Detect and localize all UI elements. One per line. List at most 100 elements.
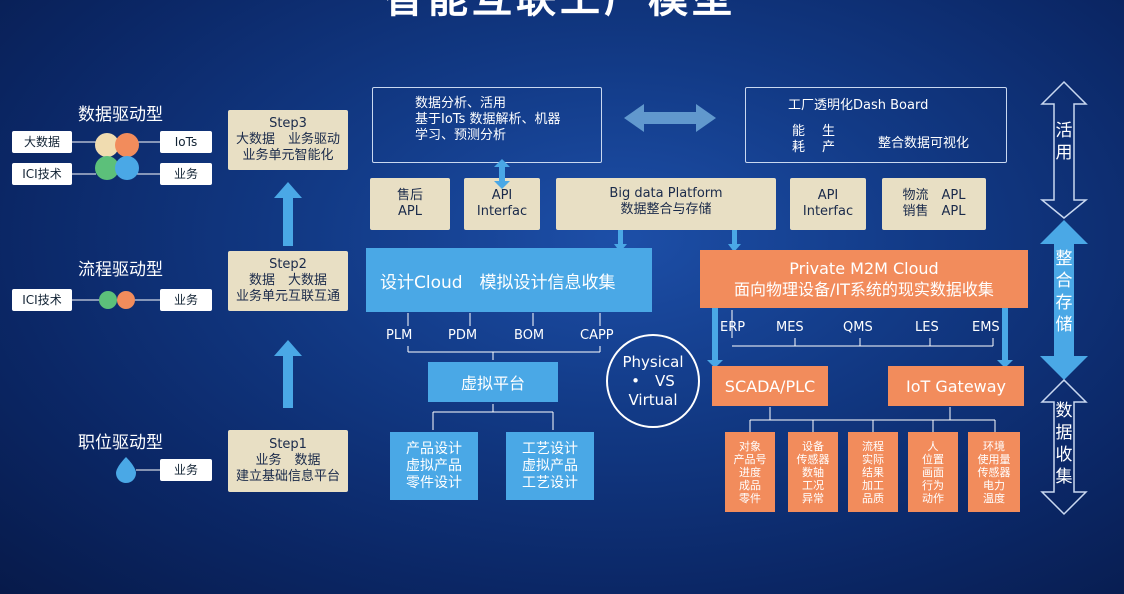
vc2-l1: 工艺设计 <box>522 440 578 457</box>
step3-name: Step3 <box>269 116 307 131</box>
sensor-process: 流程实际结果加工品质 <box>848 432 898 512</box>
aftersale-l1: 售后 <box>396 188 423 203</box>
logistics-l1: 物流 APL <box>902 188 966 203</box>
step1-box: Step1 业务 数据 建立基础信息平台 <box>228 430 348 492</box>
s1-0: 设备 <box>802 439 824 453</box>
api-box-1: API Interfac <box>464 178 540 230</box>
pv-l2: • VS <box>631 371 675 390</box>
s4-2: 传感器 <box>977 465 1011 479</box>
tag-business-top: 业务 <box>160 163 212 185</box>
sensor-environment: 环境使用量传感器电力温度 <box>968 432 1020 512</box>
aftersale-box: 售后 APL <box>370 178 450 230</box>
analysis-line2: 基于IoTs 数据解析、机器 <box>415 112 561 127</box>
private-cloud-l2: 面向物理设备/IT系统的现实数据收集 <box>734 280 994 299</box>
s3-2: 画面 <box>922 465 944 479</box>
sensor-person: 人位置画面行为动作 <box>908 432 958 512</box>
sales-l1: 销售 APL <box>902 204 966 219</box>
step1-line1: 业务 数据 <box>255 453 321 468</box>
bigdata-box: Big data Platform 数据整合与存储 <box>556 178 776 230</box>
s4-0: 环境 <box>983 439 1005 453</box>
api-box-2: API Interfac <box>790 178 866 230</box>
sys-mes: MES <box>776 320 804 335</box>
pv-l3: Virtual <box>628 390 678 409</box>
position-driven-label: 职位驱动型 <box>78 433 163 453</box>
sys-qms: QMS <box>843 320 873 335</box>
logistics-box: 物流 APL 销售 APL <box>882 178 986 230</box>
right-side-arrows <box>1039 80 1089 516</box>
s1-1: 传感器 <box>796 452 830 466</box>
use-label: 活用 <box>1055 121 1073 163</box>
s4-4: 温度 <box>983 491 1005 505</box>
tag-ici-top: ICI技术 <box>12 163 72 185</box>
collect-label: 数据收集 <box>1055 401 1073 487</box>
page-title: 智能互联工厂模型 <box>300 0 820 24</box>
virtual-child-2: 工艺设计 虚拟产品 工艺设计 <box>506 432 594 500</box>
vc2-l2: 虚拟产品 <box>522 457 578 474</box>
aftersale-l2: APL <box>398 204 422 219</box>
step2-line2: 业务单元互联互通 <box>235 289 340 304</box>
tag-business-mid: 业务 <box>160 289 212 311</box>
sys-ems: EMS <box>972 320 1000 335</box>
step3-box: Step3 大数据 业务驱动 业务单元智能化 <box>228 110 348 170</box>
step2-line1: 数据 大数据 <box>248 273 327 288</box>
api1-l1: API <box>491 188 513 203</box>
physical-vs-virtual: Physical • VS Virtual <box>606 334 700 428</box>
s2-1: 实际 <box>862 452 884 466</box>
vc1-l3: 零件设计 <box>406 474 462 491</box>
api2-l1: API <box>817 188 839 203</box>
analysis-line1: 数据分析、活用 <box>415 96 507 111</box>
pv-l1: Physical <box>622 352 684 371</box>
step3-line2: 业务单元智能化 <box>242 148 334 163</box>
item-bom: BOM <box>514 328 545 343</box>
bigdata-l2: 数据整合与存储 <box>620 202 712 217</box>
s0-4: 零件 <box>739 491 761 505</box>
sys-erp: ERP <box>720 320 746 335</box>
vc1-l1: 产品设计 <box>406 440 462 457</box>
dashboard-energy: 能 耗 <box>792 124 805 156</box>
s2-4: 品质 <box>862 491 884 505</box>
analysis-line3: 学习、预测分析 <box>415 128 507 143</box>
s1-2: 数轴 <box>802 465 824 479</box>
tag-iots: IoTs <box>160 131 212 153</box>
vc1-l2: 虚拟产品 <box>406 457 462 474</box>
private-cloud: Private M2M Cloud 面向物理设备/IT系统的现实数据收集 <box>700 250 1028 308</box>
sensor-object: 对象产品号进度成品零件 <box>725 432 775 512</box>
dashboard-char1: 能 <box>792 124 806 139</box>
step-up-arrows <box>274 182 302 408</box>
s0-1: 产品号 <box>733 452 767 466</box>
step2-box: Step2 数据 大数据 业务单元互联互通 <box>228 251 348 311</box>
s1-4: 异常 <box>802 491 824 505</box>
virtual-platform: 虚拟平台 <box>428 362 558 402</box>
step2-name: Step2 <box>269 257 307 272</box>
item-plm: PLM <box>386 328 413 343</box>
double-arrow-icon <box>624 104 716 132</box>
s2-0: 流程 <box>862 439 884 453</box>
dashboard-char2: 耗 <box>792 140 806 155</box>
dashboard-production: 生 产 <box>822 124 835 156</box>
s1-3: 工况 <box>802 478 824 492</box>
step1-name: Step1 <box>269 437 307 452</box>
s4-1: 使用量 <box>977 452 1011 466</box>
tag-business-bot: 业务 <box>160 459 212 481</box>
step1-line2: 建立基础信息平台 <box>235 469 340 484</box>
s0-2: 进度 <box>739 465 761 479</box>
s0-0: 对象 <box>739 439 761 453</box>
two-circle-icon <box>72 291 160 309</box>
process-driven-label: 流程驱动型 <box>78 260 163 280</box>
dashboard-box: 工厂透明化Dash Board 能 耗 生 产 整合数据可视化 <box>745 87 1007 163</box>
tag-ici-mid: ICI技术 <box>12 289 72 311</box>
s2-2: 结果 <box>862 465 884 479</box>
sensor-device: 设备传感器数轴工况异常 <box>788 432 838 512</box>
api1-l2: Interfac <box>476 204 528 219</box>
analysis-box: 数据分析、活用 基于IoTs 数据解析、机器 学习、预测分析 <box>372 87 602 163</box>
vc2-l3: 工艺设计 <box>522 474 578 491</box>
dashboard-right: 整合数据可视化 <box>878 136 970 151</box>
drop-icon <box>116 457 160 483</box>
virtual-child-1: 产品设计 虚拟产品 零件设计 <box>390 432 478 500</box>
scada-box: SCADA/PLC <box>712 366 828 406</box>
step3-line1: 大数据 业务驱动 <box>235 132 340 147</box>
data-driven-label: 数据驱动型 <box>78 105 163 125</box>
store-label: 整合存储 <box>1055 249 1073 335</box>
s3-3: 行为 <box>922 478 944 492</box>
gateway-box: IoT Gateway <box>888 366 1024 406</box>
